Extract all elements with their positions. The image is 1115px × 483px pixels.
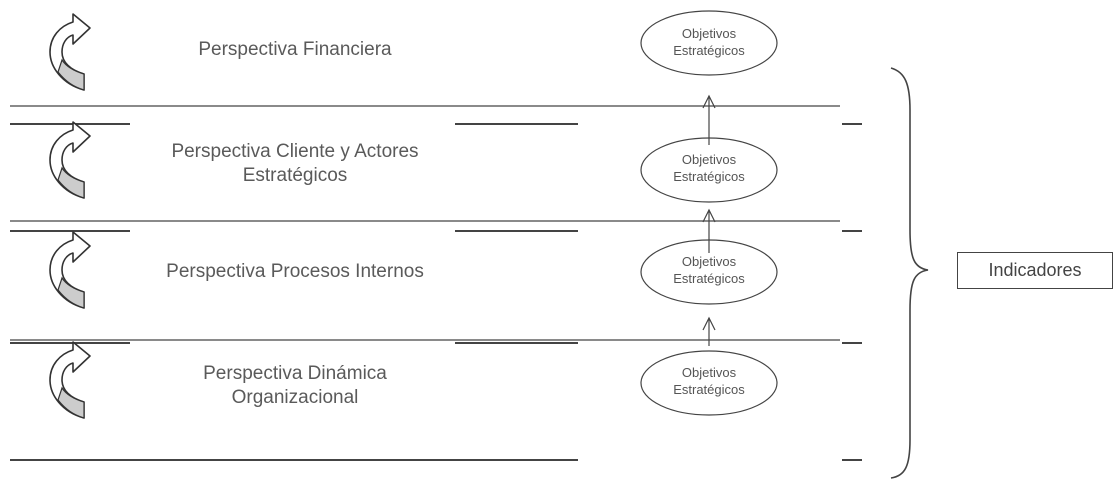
indicators-box: Indicadores: [957, 252, 1113, 289]
objective-line: Objetivos: [681, 365, 737, 380]
objective-line: Objetivos: [681, 152, 737, 167]
indicators-brace: [890, 67, 929, 479]
objective-line: Objetivos: [681, 26, 737, 41]
objective-text: Objetivos Estratégicos: [654, 365, 764, 399]
perspective-financiera: Perspectiva Financiera: [150, 38, 440, 62]
objective-ellipse: [640, 10, 778, 76]
perspective-label: Perspectiva Financiera: [198, 39, 392, 60]
perspective-procesos: Perspectiva Procesos Internos: [135, 260, 455, 284]
objective-line: Estratégicos: [673, 270, 745, 286]
perspective-cliente: Perspectiva Cliente y Actores Estratégic…: [140, 140, 450, 188]
objective-ellipse: [640, 239, 778, 305]
perspective-label: Perspectiva Cliente y Actores: [171, 141, 419, 162]
curved-arrow-icon: [49, 13, 91, 91]
objective-ellipse: [640, 137, 778, 203]
objective-line: Estratégicos: [673, 381, 745, 397]
objective-line: Estratégicos: [673, 42, 745, 58]
perspective-label: Perspectiva Dinámica: [203, 363, 387, 384]
objective-line: Estratégicos: [673, 168, 745, 184]
curved-arrow-icon: [49, 341, 91, 419]
perspective-label: Organizacional: [231, 386, 359, 408]
curved-arrow-icon: [49, 231, 91, 309]
perspective-label: Perspectiva Procesos Internos: [166, 261, 424, 282]
curved-arrow-icon: [49, 121, 91, 199]
objective-text: Objetivos Estratégicos: [654, 152, 764, 186]
objective-ellipse: [640, 350, 778, 416]
objective-text: Objetivos Estratégicos: [654, 254, 764, 288]
objective-line: Objetivos: [681, 254, 737, 269]
perspective-label: Estratégicos: [242, 164, 348, 186]
objective-text: Objetivos Estratégicos: [654, 26, 764, 60]
perspective-dinamica: Perspectiva Dinámica Organizacional: [150, 362, 440, 410]
indicators-label: Indicadores: [988, 260, 1082, 280]
